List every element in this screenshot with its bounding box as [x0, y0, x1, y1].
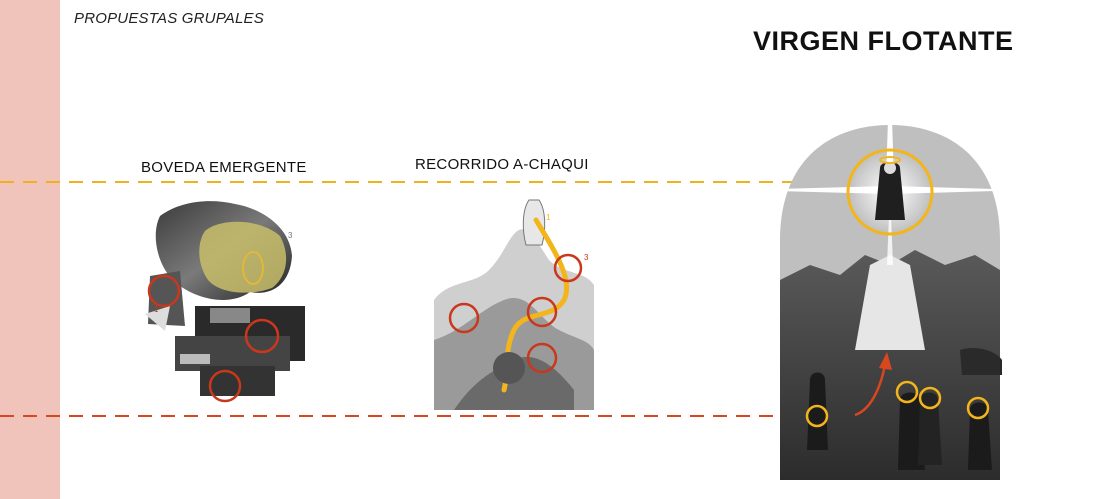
- circle-marker-icon: [553, 253, 583, 283]
- recorrido-collage: 1 3: [434, 190, 594, 410]
- circle-marker-icon: [244, 318, 280, 354]
- svg-text:1: 1: [546, 213, 551, 222]
- circle-marker-icon: [918, 386, 942, 410]
- circle-marker-icon: [895, 380, 919, 404]
- boveda-collage: 1 3: [145, 201, 305, 403]
- virgin-figure-icon: [875, 162, 905, 220]
- virgen-collage: [740, 60, 1030, 480]
- proposal-title-virgen: VIRGEN FLOTANTE: [753, 26, 1014, 56]
- svg-text:3: 3: [288, 231, 293, 240]
- circle-marker-icon: [526, 296, 558, 328]
- proposal-label-boveda: BOVEDA EMERGENTE: [141, 159, 307, 176]
- proposal-label-recorrido: RECORRIDO A-CHAQUI: [415, 156, 589, 173]
- circle-marker-icon: [208, 369, 242, 403]
- circle-marker-icon: [147, 274, 181, 308]
- svg-text:3: 3: [584, 253, 589, 262]
- circle-marker-icon: [805, 404, 829, 428]
- circle-marker-icon: [966, 396, 990, 420]
- section-title: PROPUESTAS GRUPALES: [74, 10, 264, 27]
- svg-text:1: 1: [154, 305, 159, 314]
- circle-marker-icon: [526, 342, 558, 374]
- circle-marker-icon: [448, 302, 480, 334]
